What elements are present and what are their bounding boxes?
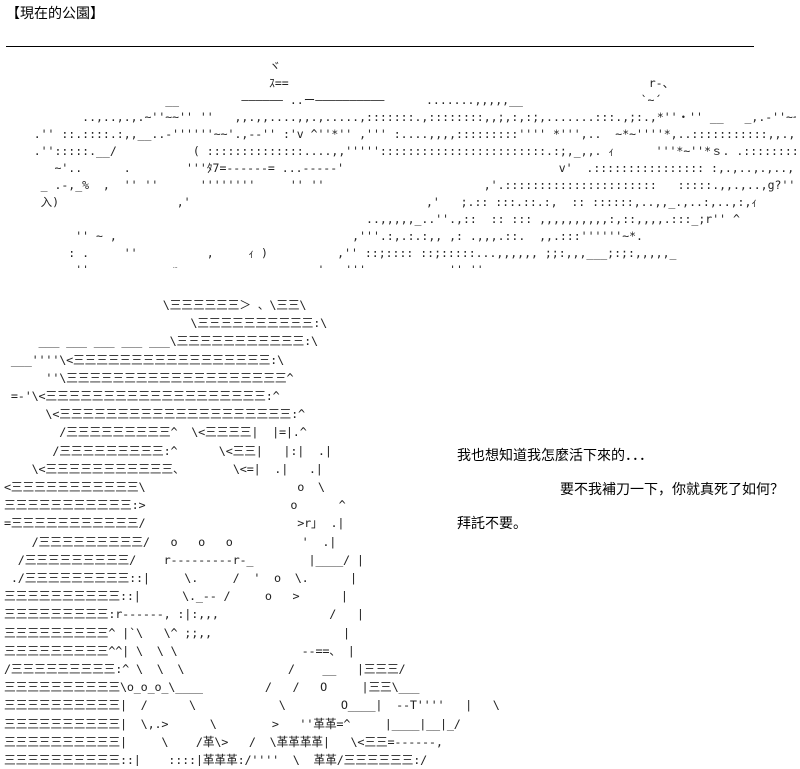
ground-horizon-line <box>6 46 754 47</box>
dialogue-line: 我也想知道我怎麼活下來的．．． <box>457 448 653 464</box>
ascii-art-smoke-cloud: ヾ ｽ== r-、 __ ―――――― ..ー―――――――――― ......… <box>33 59 796 268</box>
ascii-art-characters-and-buildings: \三三三三三三＞ 、\三三\ \三三三三三三三三三三:\ ___ ___ ___… <box>4 298 500 766</box>
scene-title: 【現在的公園】 <box>6 6 104 22</box>
dialogue-line: 要不我補刀一下，你就真死了如何？ <box>560 482 784 498</box>
dialogue-line: 拜託不要。 <box>457 516 527 532</box>
